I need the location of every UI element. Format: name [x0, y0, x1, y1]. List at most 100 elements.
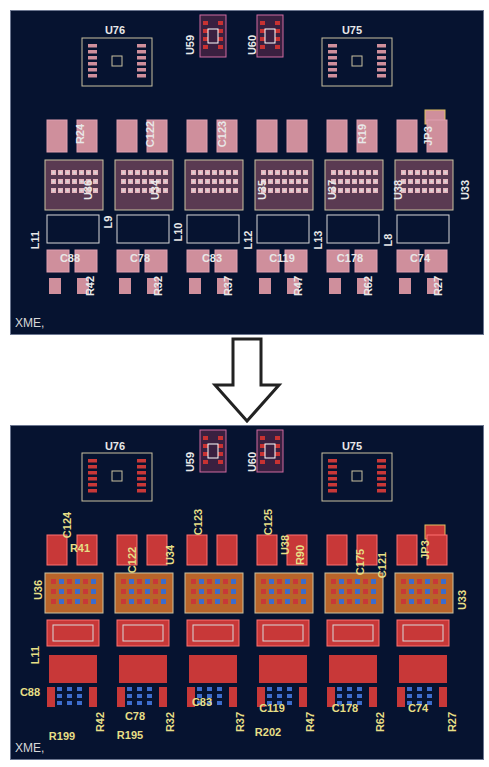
copper-pad: [269, 599, 274, 604]
copper-pad: [207, 687, 212, 691]
copper-pad: [287, 701, 292, 705]
reference-designator: R27: [447, 712, 458, 732]
copper-pad: [260, 37, 265, 41]
copper-pad: [91, 599, 96, 604]
copper-pad: [285, 589, 290, 594]
copper-pad: [429, 170, 434, 175]
copper-pad: [377, 50, 386, 54]
copper-pad: [277, 579, 282, 584]
copper-pad: [355, 589, 360, 594]
via: [297, 180, 299, 182]
copper-pad: [425, 589, 430, 594]
reference-designator: C122: [127, 547, 138, 573]
panel-caption: XME,: [15, 741, 44, 755]
copper-pad: [137, 687, 142, 691]
cap-pad: [187, 535, 207, 565]
via: [206, 171, 208, 173]
copper-pad: [355, 579, 360, 584]
copper-pad: [377, 459, 386, 463]
inductor-body: [187, 215, 239, 243]
via: [374, 189, 376, 191]
copper-pad: [219, 170, 224, 175]
via: [437, 180, 439, 182]
copper-pad: [121, 170, 126, 175]
copper-pad: [338, 179, 343, 184]
reference-designator: U33: [457, 590, 468, 610]
via: [122, 180, 124, 182]
copper-pad: [441, 579, 446, 584]
copper-pad: [88, 50, 97, 54]
copper-pad: [51, 179, 56, 184]
copper-pad: [153, 599, 158, 604]
copper-pad: [218, 444, 223, 448]
copper-pad: [328, 459, 337, 463]
copper-pad: [436, 188, 441, 193]
reference-designator: R202: [255, 727, 281, 738]
via: [164, 189, 166, 191]
copper-pad: [77, 694, 82, 698]
copper-pad: [83, 599, 88, 604]
copper-pad: [366, 179, 371, 184]
copper-pad: [289, 188, 294, 193]
reference-designator: L13: [313, 231, 324, 250]
via: [290, 189, 292, 191]
copper-pad: [436, 170, 441, 175]
reference-designator: R199: [49, 731, 75, 742]
inductor-body: [327, 215, 379, 243]
ic-marking: [208, 444, 218, 458]
copper-pad: [260, 21, 265, 25]
copper-pad: [352, 188, 357, 193]
copper-pad: [137, 589, 142, 594]
copper-pad: [408, 179, 413, 184]
copper-pad: [331, 170, 336, 175]
copper-pad: [217, 694, 222, 698]
copper-pad: [347, 687, 352, 691]
via: [339, 171, 341, 173]
copper-pad: [268, 179, 273, 184]
ic-body: [115, 573, 173, 613]
copper-pad: [293, 589, 298, 594]
copper-pad: [127, 701, 132, 705]
via: [94, 180, 96, 182]
via: [297, 189, 299, 191]
via: [304, 180, 306, 182]
reference-designator: U34: [165, 545, 176, 565]
via: [227, 189, 229, 191]
copper-pad: [267, 694, 272, 698]
copper-pad: [59, 579, 64, 584]
reference-designator: U60: [247, 452, 258, 472]
copper-pad: [226, 179, 231, 184]
via: [206, 180, 208, 182]
reference-designator: L8: [383, 234, 394, 247]
copper-pad: [121, 188, 126, 193]
copper-pad: [408, 188, 413, 193]
via: [59, 180, 61, 182]
copper-pad: [339, 589, 344, 594]
copper-pad: [65, 179, 70, 184]
copper-pad: [328, 477, 337, 481]
copper-pad: [296, 170, 301, 175]
copper-pad: [58, 179, 63, 184]
cap-pad: [47, 535, 67, 565]
cap-pad: [217, 535, 237, 565]
copper-pad: [328, 471, 337, 475]
copper-pad: [93, 179, 98, 184]
copper-pad: [377, 74, 386, 78]
cap-pad: [397, 120, 417, 152]
copper-pad: [282, 188, 287, 193]
copper-pad: [331, 579, 336, 584]
reference-designator: R47: [305, 712, 316, 732]
copper-pad: [163, 179, 168, 184]
copper-pad: [72, 179, 77, 184]
copper-pad: [57, 687, 62, 691]
copper-pad: [433, 589, 438, 594]
copper-pad: [338, 170, 343, 175]
reference-designator: U59: [185, 35, 196, 55]
via: [374, 171, 376, 173]
copper-pour: [49, 655, 97, 683]
copper-pad: [275, 29, 280, 33]
via: [444, 180, 446, 182]
via: [290, 171, 292, 173]
copper-pad: [203, 37, 208, 41]
copper-pad: [429, 179, 434, 184]
